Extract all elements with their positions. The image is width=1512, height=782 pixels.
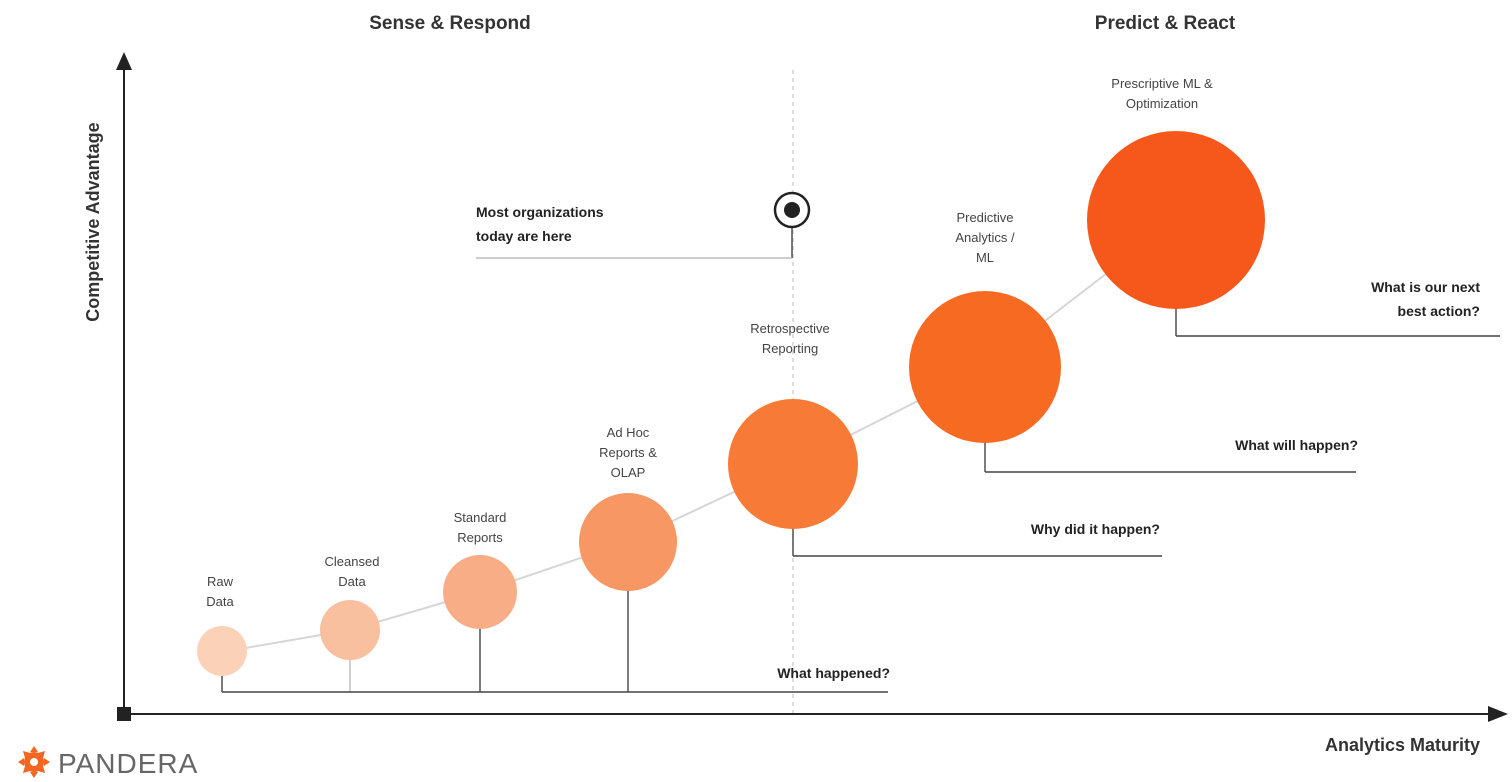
header-sense-respond: Sense & Respond <box>369 13 531 34</box>
y-axis-label: Competitive Advantage <box>83 122 103 321</box>
stage-bubble-1 <box>197 626 247 676</box>
pandera-logo: PANDERA <box>18 746 198 779</box>
stage-bubbles <box>197 131 1265 676</box>
logo-mark-icon <box>18 746 50 778</box>
leader-lines <box>221 228 1500 693</box>
stage-bubble-5 <box>728 399 858 529</box>
stage-bubble-6 <box>909 291 1061 443</box>
question-label-1: What happened? <box>777 665 890 681</box>
y-axis-arrow-icon <box>116 52 132 70</box>
annotation-line-2: today are here <box>476 228 572 244</box>
axis-origin-marker <box>117 707 131 721</box>
stage-bubble-7 <box>1087 131 1265 309</box>
stage-bubble-4 <box>579 493 677 591</box>
stage-bubble-2 <box>320 600 380 660</box>
header-predict-react: Predict & React <box>1095 13 1236 34</box>
question-label-3: What will happen? <box>1235 437 1358 453</box>
annotation-line-1: Most organizations <box>476 204 604 220</box>
question-label-2: Why did it happen? <box>1031 521 1160 537</box>
stage-label-7: Prescriptive ML &Optimization <box>1111 76 1213 111</box>
logo-text: PANDERA <box>58 748 198 779</box>
x-axis-label: Analytics Maturity <box>1325 735 1480 755</box>
stage-bubble-3 <box>443 555 517 629</box>
target-icon <box>773 191 811 229</box>
x-axis-arrow-icon <box>1488 706 1508 722</box>
question-labels: What happened? Why did it happen? What wil… <box>777 279 1480 681</box>
